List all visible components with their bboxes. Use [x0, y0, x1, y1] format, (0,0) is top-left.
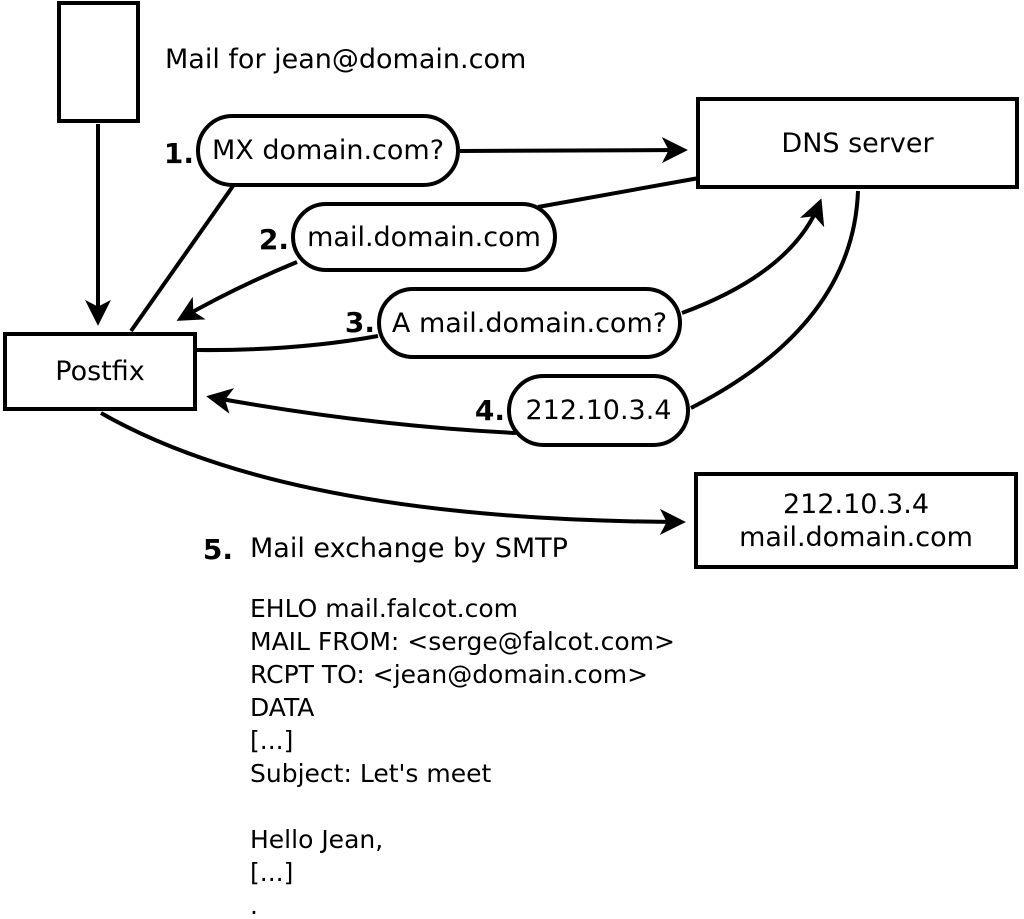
dns-server-label: DNS server: [781, 127, 934, 159]
mail-envelope-icon: [57, 1, 140, 123]
step-4-number: 4.: [474, 394, 505, 427]
mail-note: Mail for jean@domain.com: [165, 44, 527, 75]
arrow-postfix-to-mailserver: [100, 411, 686, 535]
reply-ip-label: 212.10.3.4: [525, 395, 672, 426]
step-1-number: 1.: [163, 137, 194, 170]
query-mx-pill: MX domain.com?: [196, 114, 460, 187]
dns-server-node: DNS server: [696, 97, 1019, 189]
mail-server-node: 212.10.3.4 mail.domain.com: [694, 472, 1018, 569]
step-2-number: 2.: [258, 223, 289, 256]
query-mx-label: MX domain.com?: [211, 135, 445, 166]
arrow-reply2-to-postfix: [176, 260, 298, 321]
postfix-label: Postfix: [55, 356, 145, 387]
query-a-record-pill: A mail.domain.com?: [377, 287, 682, 359]
reply-mx-label: mail.domain.com: [307, 221, 541, 253]
arrow-reply4-to-postfix: [206, 388, 517, 435]
postfix-node: Postfix: [3, 332, 197, 411]
line-postfix-to-query1: [129, 184, 235, 333]
arrow-query1-to-dns: [459, 137, 688, 164]
smtp-exchange-caption: Mail exchange by SMTP: [250, 533, 568, 564]
line-dns-to-reply2: [537, 176, 700, 209]
mail-server-hostname: mail.domain.com: [739, 521, 973, 553]
arrow-query3-to-dns: [681, 198, 825, 315]
mail-server-ip: 212.10.3.4: [783, 488, 929, 520]
line-dns-to-reply4: [690, 190, 860, 410]
step-3-number: 3.: [344, 306, 375, 339]
line-postfix-to-query3: [196, 334, 379, 353]
reply-ip-pill: 212.10.3.4: [507, 374, 690, 447]
reply-mx-pill: mail.domain.com: [291, 202, 557, 272]
step-5-number: 5.: [202, 533, 233, 566]
query-a-record-label: A mail.domain.com?: [391, 307, 668, 339]
smtp-session-transcript: EHLO mail.falcot.com MAIL FROM: <serge@f…: [250, 594, 675, 919]
